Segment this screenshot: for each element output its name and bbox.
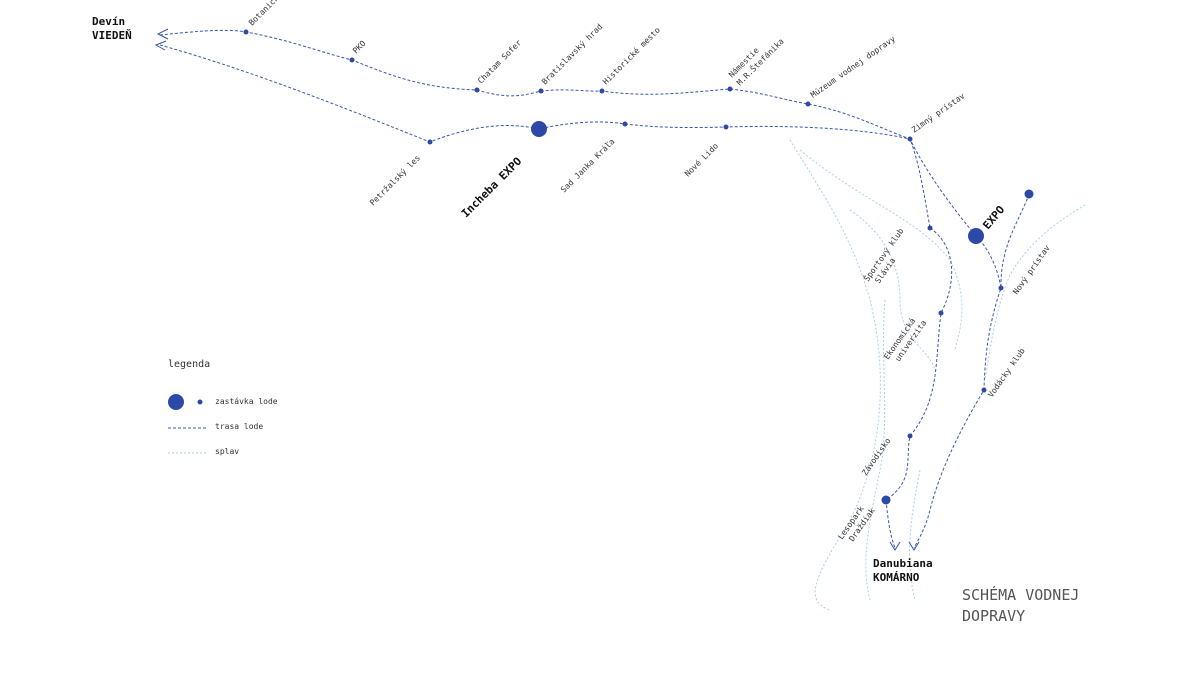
legend-splav-label: splav <box>215 447 239 456</box>
splav-lines <box>789 139 1086 611</box>
route-line <box>885 227 953 549</box>
splav-line <box>789 139 881 611</box>
stop-label-pko: PKO <box>351 39 368 56</box>
stop-marker <box>805 101 811 107</box>
stop-label-zavodisko: Závodisko <box>860 436 892 477</box>
stop-label-historicke: Historické mesto <box>600 25 662 87</box>
terminal-west-line2: VIEDEŇ <box>92 29 132 42</box>
stop-marker <box>981 387 987 393</box>
legend-route-label: trasa lode <box>215 422 263 431</box>
stop-marker-major <box>531 121 547 137</box>
arrow-west-icon <box>156 28 169 40</box>
arrow-south-icon <box>889 541 901 551</box>
stop-marker <box>907 433 913 439</box>
stop-label-chatam: Chatam Sofer <box>476 38 523 85</box>
stop-marker <box>622 121 628 127</box>
stop-label-novy-pristav: Nový prístav <box>1011 243 1052 296</box>
stop-marker <box>907 136 913 142</box>
stop-label-muzeum: Múzeum vodnej dopravy <box>809 34 897 99</box>
legend-stop-label: zastávka lode <box>215 397 278 406</box>
stop-marker-major <box>968 228 984 244</box>
stop-marker <box>938 310 944 316</box>
stop-marker <box>599 88 605 94</box>
stop-label-incheba-expo: Incheba EXPO <box>459 154 525 220</box>
terminal-south-line1: Danubiana <box>873 557 933 570</box>
stop-marker <box>727 86 733 92</box>
stop-label-sad: Sad Janka Kráľa <box>559 137 617 195</box>
legend-stop-minor-icon <box>197 399 203 405</box>
stop-marker <box>474 87 480 93</box>
stop-marker <box>998 285 1004 291</box>
arrow-south-icon <box>908 541 920 551</box>
diagram-title-line2: DOPRAVY <box>962 607 1025 625</box>
splav-line <box>799 149 963 351</box>
stop-label-hrad: Bratislavský hrad <box>540 22 604 86</box>
stop-marker <box>427 139 433 145</box>
routes <box>154 28 1030 551</box>
stop-marker <box>723 124 729 130</box>
stops <box>243 29 1034 505</box>
stop-marker <box>243 29 249 35</box>
stop-label-botanicka: Botanická <box>247 0 284 27</box>
legend-stop-major-icon <box>168 394 184 410</box>
route-line <box>159 29 931 229</box>
route-line <box>159 44 977 237</box>
terminal-south-line2: KOMÁRNO <box>873 571 920 584</box>
arrow-west-icon <box>154 40 167 51</box>
stop-marker <box>881 495 891 505</box>
splav-line <box>909 469 921 601</box>
stop-label-petrzalka: Petržalský les <box>368 153 422 207</box>
terminal-west-line1: Devín <box>92 15 125 28</box>
stop-marker <box>538 88 544 94</box>
stop-marker <box>1024 189 1034 199</box>
stop-marker <box>927 225 933 231</box>
stop-label-expo: EXPO <box>980 203 1007 232</box>
splav-line <box>865 299 886 601</box>
stop-marker <box>349 57 355 63</box>
legend: legenda zastávka lode trasa lode splav <box>168 359 278 456</box>
diagram-title-line1: SCHÉMA VODNEJ <box>962 585 1079 604</box>
route-line <box>1000 193 1030 289</box>
stop-label-zimny: Zimný prístav <box>910 91 967 134</box>
splav-line <box>984 204 1086 381</box>
stop-label-nove-lido: Nové Lido <box>682 141 720 179</box>
legend-heading: legenda <box>168 359 210 370</box>
stop-label-vodacky: Vodácky klub <box>986 346 1027 399</box>
